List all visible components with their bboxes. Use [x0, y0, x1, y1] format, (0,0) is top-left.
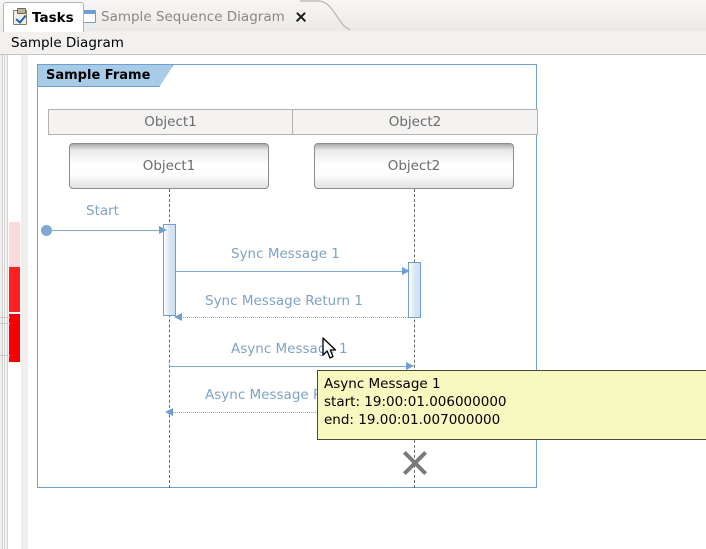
tab-tasks[interactable]: Tasks — [3, 2, 84, 32]
ruler-marker[interactable] — [9, 314, 20, 362]
lifeline-header-label: Object1 — [144, 114, 197, 130]
ruler-column-right — [21, 55, 28, 549]
message-tooltip: Async Message 1 start: 19:00:01.00600000… — [317, 370, 706, 440]
tab-bar-background — [0, 0, 706, 31]
tooltip-end: end: 19.00:01.007000000 — [324, 412, 501, 428]
lifeline-header-object2[interactable]: Object2 — [293, 109, 538, 135]
ruler-notch — [0, 317, 10, 318]
lifeline-header-label: Object2 — [388, 114, 442, 130]
overview-ruler[interactable] — [0, 55, 28, 549]
message-line-async-1[interactable] — [169, 366, 412, 367]
message-line-sync-return-1[interactable] — [178, 317, 408, 318]
ruler-column-left — [0, 55, 3, 549]
message-line-async-return-1[interactable] — [173, 412, 414, 413]
lifeline-object1 — [169, 189, 170, 488]
page-title: Sample Diagram — [11, 34, 124, 51]
tab-sample-sequence-diagram-label: Sample Sequence Diagram — [101, 8, 285, 25]
arrow-head-left — [174, 313, 182, 321]
frame-label: Sample Frame — [38, 65, 173, 87]
message-label-sync-return-1[interactable]: Sync Message Return 1 — [205, 293, 363, 309]
arrow-head-left — [165, 408, 173, 416]
arrow-head-right — [402, 267, 410, 275]
arrow-head-right — [159, 226, 167, 234]
sequence-frame: Sample Frame Object1 Object2 Object1 Obj… — [37, 64, 538, 488]
activation-bar-object2[interactable] — [408, 262, 421, 318]
ruler-notch — [0, 355, 10, 356]
close-icon[interactable] — [294, 10, 307, 23]
ruler-column-mid — [4, 55, 8, 549]
activation-bar-object1[interactable] — [163, 224, 176, 316]
lifeline-box-label: Object1 — [142, 158, 196, 174]
document-icon — [83, 10, 96, 23]
destroy-x-icon[interactable] — [402, 450, 428, 476]
message-label-async-1[interactable]: Async Message 1 — [231, 341, 348, 357]
diagram-canvas[interactable]: Sample Frame Object1 Object2 Object1 Obj… — [28, 55, 706, 549]
message-line-sync-1[interactable] — [176, 271, 408, 272]
lifeline-box-label: Object2 — [387, 158, 441, 174]
tooltip-start: start: 19:00:01.006000000 — [324, 394, 507, 410]
message-line-start[interactable] — [46, 230, 163, 231]
lifeline-header-object1[interactable]: Object1 — [48, 109, 293, 135]
editor-tab-bar: Tasks Sample Sequence Diagram — [0, 0, 706, 32]
arrow-head-right — [406, 362, 414, 370]
tab-tasks-label: Tasks — [32, 9, 74, 26]
tasks-clipboard-icon — [13, 8, 27, 25]
message-label-sync-1[interactable]: Sync Message 1 — [231, 246, 340, 262]
tooltip-title: Async Message 1 — [324, 376, 441, 392]
lifeline-object2 — [414, 189, 415, 488]
lifeline-box-object1[interactable]: Object1 — [69, 143, 269, 189]
tab-sample-sequence-diagram[interactable]: Sample Sequence Diagram — [74, 2, 316, 31]
diagram-title-bar: Sample Diagram — [0, 31, 706, 55]
message-label-start[interactable]: Start — [86, 203, 119, 219]
ruler-marker[interactable] — [9, 267, 20, 312]
ruler-notch — [0, 323, 10, 324]
ruler-marker[interactable] — [9, 222, 20, 267]
lifeline-box-object2[interactable]: Object2 — [314, 143, 514, 189]
